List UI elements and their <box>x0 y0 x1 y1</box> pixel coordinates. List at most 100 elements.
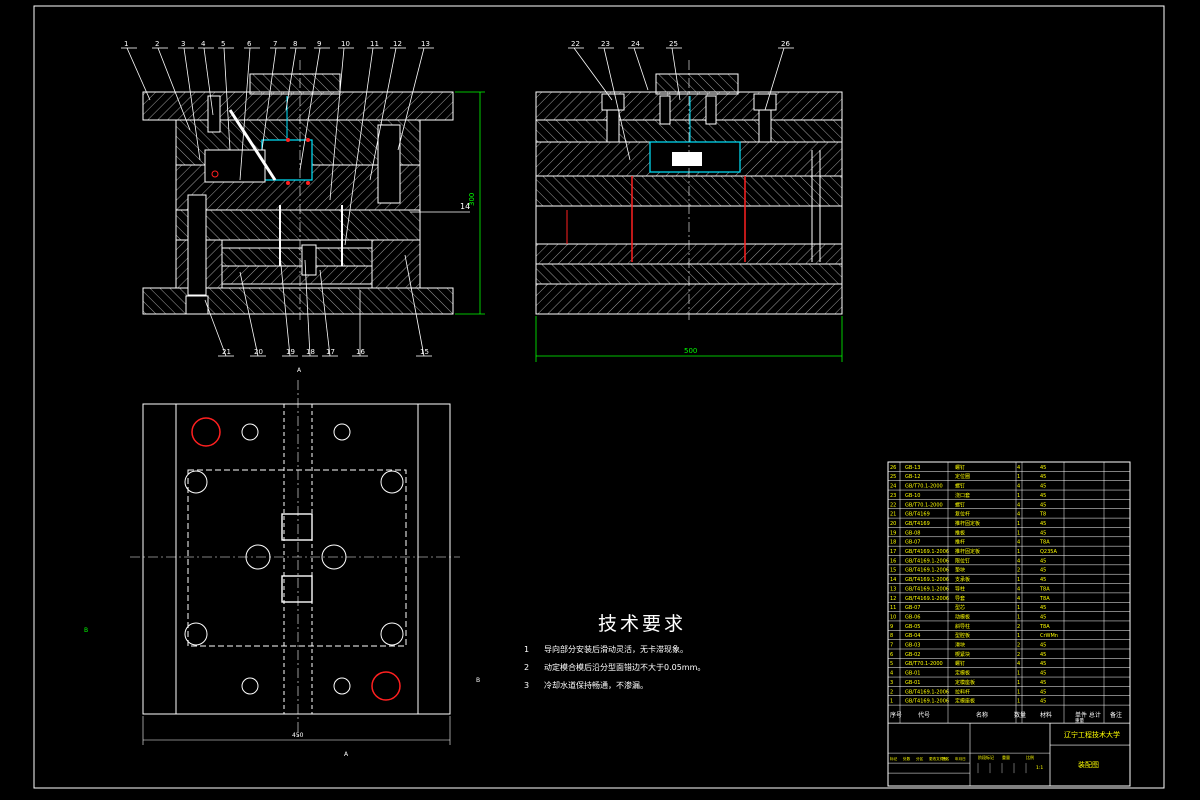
callout-side-24: 24 <box>631 40 640 48</box>
ejector-plate <box>221 265 373 285</box>
ejector-retainer-plate <box>221 247 373 267</box>
bom-cell: 2 <box>890 689 893 695</box>
bom-cell: CrWMn <box>1040 633 1058 639</box>
bom-cell: GB/T4169.1-2006 <box>905 689 949 695</box>
bom-cell: 1 <box>1017 680 1020 686</box>
bom-cell: GB-06 <box>905 614 920 620</box>
callout-top-6: 6 <box>247 40 252 48</box>
bom-cell: GB-07 <box>905 540 920 546</box>
callout-side-22: 22 <box>571 40 580 48</box>
bom-cell: 浇口套 <box>955 492 970 499</box>
bom-cell: 17 <box>890 549 896 555</box>
bom-cell: 20 <box>890 521 896 527</box>
section-mark-top: A <box>297 367 302 374</box>
bom-cell: 1 <box>1017 521 1020 527</box>
bom-cell: 14 <box>890 577 896 583</box>
callout-bottom-16: 16 <box>356 348 365 356</box>
guide-pin-left <box>187 194 207 296</box>
plan-view: A A B B 450 <box>84 367 480 758</box>
side-mark-right: B <box>476 677 480 684</box>
bom-header-cell: 代号 <box>918 711 930 719</box>
bom-cell: 4 <box>1017 484 1020 490</box>
callout-bottom-17: 17 <box>326 348 335 356</box>
bom-cell: 13 <box>890 586 896 592</box>
bom-cell: 斜导柱 <box>955 623 970 630</box>
bom-cell: 10 <box>890 614 896 620</box>
bom-cell: 拉料杆 <box>955 688 970 695</box>
callout-bottom-15: 15 <box>420 348 429 356</box>
signature-label: 分区 <box>916 756 924 761</box>
bom-cell: 推杆固定板 <box>955 548 980 555</box>
stage-label: 比例 <box>1026 754 1034 760</box>
bom-cell: 45 <box>1040 699 1046 705</box>
bom-cell: GB-10 <box>905 493 920 499</box>
tech-item-text: 导向部分安装后滑动灵活，无卡滞现象。 <box>544 644 688 654</box>
bom-cell: 45 <box>1040 605 1046 611</box>
bom-cell: 24 <box>890 484 896 490</box>
stage-label: 重量 <box>1002 754 1010 760</box>
bom-cell: 45 <box>1040 474 1046 480</box>
height-dimension: 300 <box>468 193 476 206</box>
callout-top-13: 13 <box>421 40 430 48</box>
callout-top-11: 11 <box>370 40 379 48</box>
bom-cell: 1 <box>1017 689 1020 695</box>
bom-cell: 22 <box>890 502 896 508</box>
tech-title: 技术要求 <box>598 613 686 635</box>
drawing-border <box>33 5 1165 789</box>
bom-cell: 45 <box>1040 558 1046 564</box>
bom-cell: 6 <box>890 652 893 658</box>
bom-cell: 螺钉 <box>955 501 965 508</box>
bom-cell: GB-01 <box>905 680 920 686</box>
bom-cell: 螺钉 <box>955 483 965 490</box>
bom-cell: GB/T4169.1-2006 <box>905 568 949 574</box>
bom-header-weight: 重量 <box>1075 717 1084 724</box>
bom-cell: 45 <box>1040 484 1046 490</box>
bom-cell: 复位杆 <box>955 511 970 518</box>
bom-cell: 1 <box>1017 549 1020 555</box>
return-pin-left <box>185 295 209 315</box>
bom-cell: 4 <box>1017 596 1020 602</box>
bom-cell: 15 <box>890 568 896 574</box>
bom-cell: 1 <box>1017 474 1020 480</box>
bom-cell: 定位圈 <box>955 473 970 480</box>
guide-pin-right <box>377 124 401 204</box>
bom-cell: GB/T4169.1-2006 <box>905 596 949 602</box>
bom-cell: 45 <box>1040 530 1046 536</box>
bom-header-cell: 数量 <box>1014 711 1026 719</box>
bom-cell: T8A <box>1039 596 1050 602</box>
bom-cell: 1 <box>1017 605 1020 611</box>
bom-cell: 1 <box>1017 577 1020 583</box>
bom-cell: T8A <box>1039 540 1050 546</box>
bom-cell: 限位钉 <box>955 557 970 564</box>
bom-cell: 推杆固定板 <box>955 520 980 527</box>
callout-top-9: 9 <box>317 40 321 48</box>
bom-cell: 2 <box>1017 643 1020 649</box>
bom-cell: 型芯 <box>955 604 965 611</box>
bom-header-cell: 名称 <box>976 711 988 719</box>
bom-cell: 25 <box>890 474 896 480</box>
bom-cell: GB/T70.1-2000 <box>905 502 943 508</box>
bom-cell: 45 <box>1040 568 1046 574</box>
bom-cell: GB-07 <box>905 605 920 611</box>
bom-cell: GB-05 <box>905 624 920 630</box>
bom-cell: 45 <box>1040 652 1046 658</box>
tech-item-number: 1 <box>524 645 529 654</box>
callout-bottom-21: 21 <box>222 348 231 356</box>
bom-cell: 2 <box>1017 652 1020 658</box>
bom-cell: 导柱 <box>955 585 965 592</box>
bom-cell: 4 <box>1017 661 1020 667</box>
callout-top-1: 1 <box>124 40 128 48</box>
bom-cell: 4 <box>1017 586 1020 592</box>
bom-cell: 45 <box>1040 521 1046 527</box>
drawing-name: 装配图 <box>1078 760 1099 769</box>
signature-label: 更改文件号 <box>929 756 947 761</box>
bom-cell: 8 <box>890 633 893 639</box>
callout-top-4: 4 <box>201 40 206 48</box>
bom-cell: GB-03 <box>905 643 920 649</box>
callout-top-3: 3 <box>181 40 185 48</box>
bom-cell: 1 <box>1017 530 1020 536</box>
section-mark-bottom: A <box>344 751 349 758</box>
bom-cell: 型腔板 <box>955 632 970 639</box>
